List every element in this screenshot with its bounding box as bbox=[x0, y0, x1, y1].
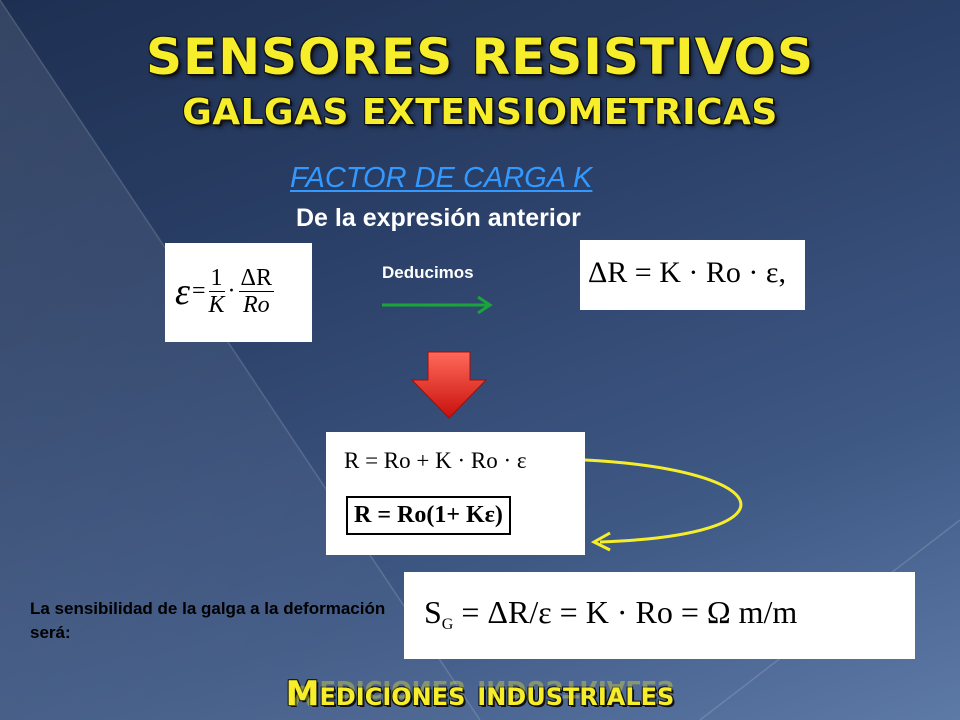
resistance-result-formula: R = Ro(1+ Kε) bbox=[346, 496, 511, 535]
slide-title: SENSORES RESISTIVOS bbox=[146, 28, 814, 86]
footer-brand-reflection: Mediciones industriales bbox=[285, 672, 675, 712]
green-right-arrow-icon bbox=[382, 295, 493, 315]
sensitivity-symbol: S bbox=[424, 594, 442, 630]
slide-title-secondary: GALGAS EXTENSIOMETRICAS bbox=[182, 92, 778, 133]
resistance-expanded-formula: R = Ro + K · Ro · ε bbox=[344, 448, 527, 473]
fraction-one-over-k: 1 K bbox=[208, 265, 225, 318]
delta-r-formula: ΔR = K · Ro · ε, bbox=[588, 256, 786, 289]
multiply-dot: · bbox=[227, 278, 236, 304]
strain-symbol: ε bbox=[175, 270, 190, 313]
delta-r-formula-image: ΔR = K · Ro · ε, bbox=[580, 240, 805, 310]
fraction-numerator: ΔR bbox=[238, 265, 274, 292]
fraction-denominator: Ro bbox=[242, 292, 270, 318]
strain-formula-image: ε = 1 K · ΔR Ro bbox=[165, 243, 312, 342]
resistance-formula-image: R = Ro + K · Ro · ε R = Ro(1+ Kε) bbox=[326, 432, 585, 555]
fraction-numerator: 1 bbox=[208, 265, 225, 292]
red-down-arrow-icon bbox=[410, 351, 488, 419]
sensitivity-subscript: G bbox=[441, 616, 454, 633]
intro-text: De la expresión anterior bbox=[296, 204, 581, 232]
sensitivity-rhs: = ΔR/ε = K · Ro = Ω m/m bbox=[453, 594, 798, 630]
footer-brand: Mediciones industriales bbox=[285, 674, 675, 714]
sensitivity-formula-image: SG = ΔR/ε = K · Ro = Ω m/m bbox=[404, 572, 915, 659]
sensitivity-formula: SG = ΔR/ε = K · Ro = Ω m/m bbox=[424, 594, 797, 634]
fraction-denominator: K bbox=[208, 292, 225, 318]
equals-sign: = bbox=[191, 278, 206, 304]
fraction-delta-r-over-ro: ΔR Ro bbox=[238, 265, 274, 318]
sensitivity-text: La sensibilidad de la galga a la deforma… bbox=[30, 599, 386, 642]
deduce-label: Deducimos bbox=[382, 263, 474, 282]
yellow-curved-arrow-icon bbox=[584, 458, 743, 552]
section-heading-link[interactable]: FACTOR DE CARGA K bbox=[290, 162, 593, 194]
